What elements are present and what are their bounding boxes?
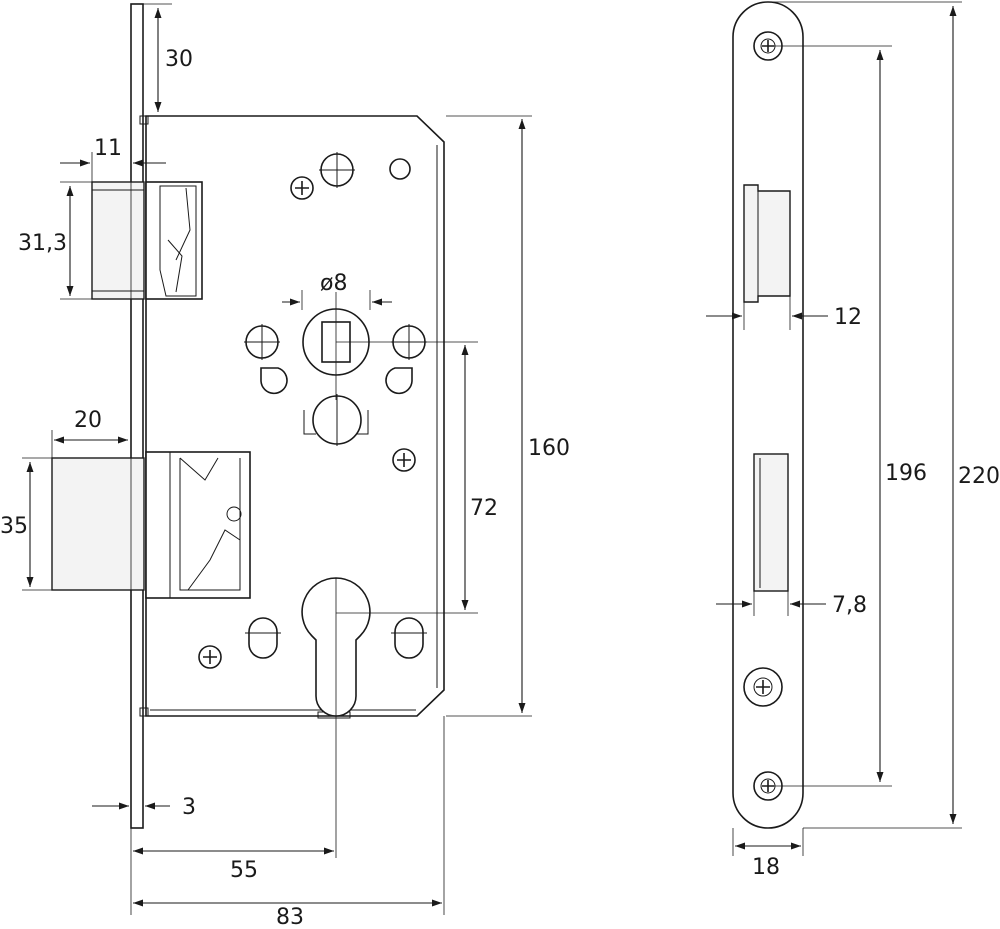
faceplate-view: 196 220 12 7,8 18 [706, 1, 1000, 880]
crosshair-icon [319, 152, 355, 188]
case-rivet-bottom [139, 707, 149, 717]
dim-label-spindle-to-cylinder: 72 [470, 496, 498, 521]
latch-spring [167, 187, 191, 293]
dim-label-backset: 55 [230, 858, 258, 883]
latch-bolt [91, 181, 203, 300]
bolt-head [51, 457, 145, 591]
forend-plate [130, 3, 144, 829]
phillips-cross [203, 650, 217, 664]
bolt-housing [145, 451, 251, 599]
latch-opening [743, 184, 791, 303]
dim-label-bolt-opening: 7,8 [832, 593, 867, 618]
locking-cam [303, 394, 369, 446]
mount-slot-left [248, 617, 278, 659]
screw-head [753, 677, 773, 697]
latch-housing [145, 181, 203, 300]
dim-label-faceplate-length: 220 [958, 464, 1000, 489]
dim-label-latch-throw: 20 [74, 408, 102, 433]
crosshair-icon [244, 324, 280, 360]
dim-label-latch-opening: 12 [834, 305, 862, 330]
fixing-holes [198, 152, 427, 669]
bolt-pin [226, 506, 242, 522]
dim-label-bolt-height: 35 [0, 514, 28, 539]
cam-guide [303, 410, 369, 435]
case-rivet-top [139, 115, 149, 125]
phillips-cross [756, 680, 770, 694]
phillips-cross [397, 453, 411, 467]
dim-label-backset-top: 30 [165, 47, 193, 72]
bolt-body [169, 452, 241, 598]
dim-label-forend-offset: 11 [94, 136, 122, 161]
bolt-opening [753, 453, 789, 592]
mount-slot-right [394, 617, 424, 659]
dim-label-latch-height: 31,3 [18, 231, 67, 256]
lock-body-view: 30 11 31,3 ø8 20 35 160 72 3 55 83 [0, 3, 570, 929]
latch-mechanism [159, 185, 197, 297]
dead-bolt [51, 451, 251, 599]
dim-label-body-height: 160 [528, 436, 570, 461]
dim-label-forend-thickness: 3 [182, 795, 196, 820]
dim-label-faceplate-width: 18 [752, 855, 780, 880]
latch-head [91, 181, 145, 300]
cam-slot-left [260, 367, 288, 395]
dim-label-screw-distance: 196 [885, 461, 927, 486]
pin-hole [389, 158, 411, 180]
bolt-tail [179, 457, 241, 591]
phillips-cross [295, 181, 309, 195]
dim-label-body-depth: 83 [276, 905, 304, 929]
cam-slot-right [385, 367, 413, 395]
dim-label-spindle: ø8 [320, 271, 347, 296]
